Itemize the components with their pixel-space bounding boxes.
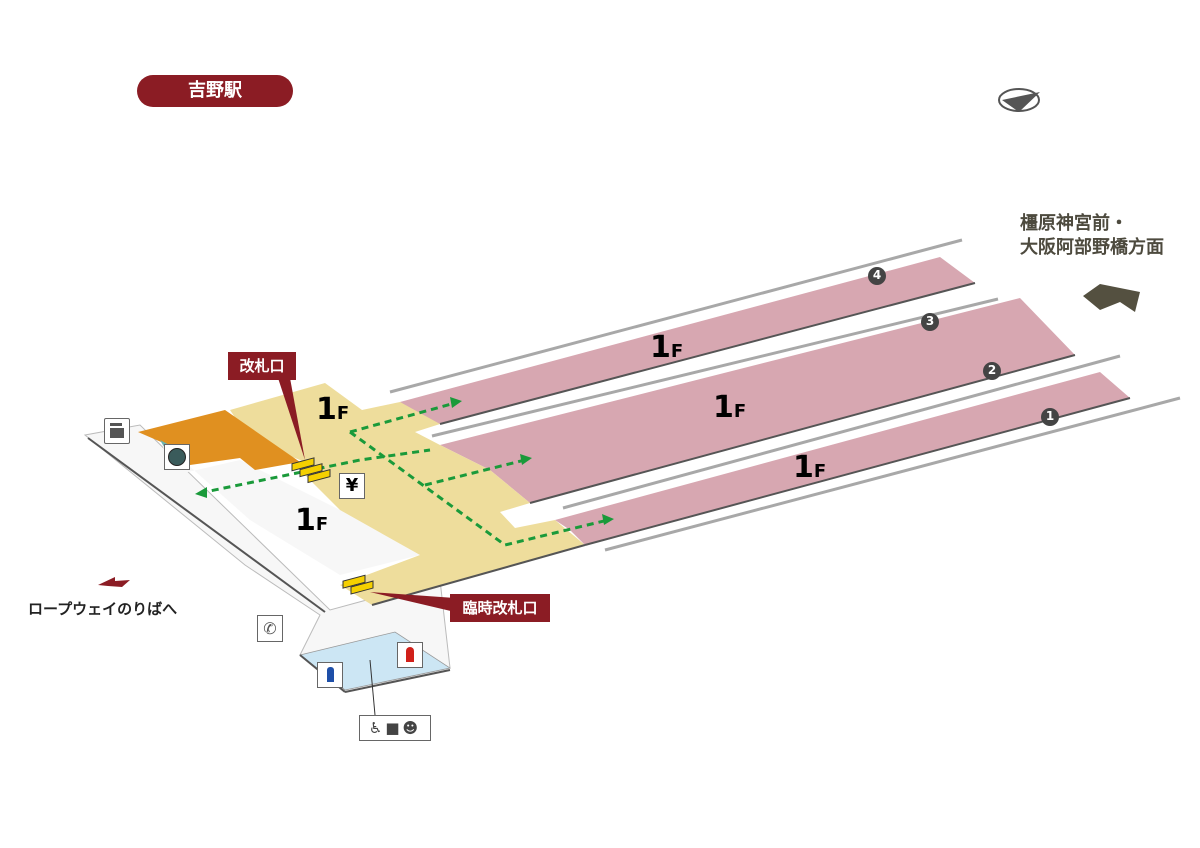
platforms bbox=[400, 257, 1131, 546]
platform-number-2: 2 bbox=[987, 363, 997, 377]
concourse bbox=[230, 383, 585, 605]
floor-label: 1F bbox=[713, 390, 747, 425]
shop-area bbox=[138, 410, 300, 470]
accessible-facilities-icons: ♿■☻ bbox=[359, 715, 431, 741]
waiting-room-icon bbox=[164, 444, 190, 470]
track-line bbox=[431, 297, 999, 438]
walking-routes bbox=[199, 401, 609, 547]
platform-number-1: 1 bbox=[1045, 409, 1055, 423]
track-line bbox=[604, 396, 1181, 552]
ostomate-icon: ■ bbox=[385, 719, 403, 737]
concourse-white bbox=[160, 440, 420, 575]
platform-2-3 bbox=[440, 298, 1075, 503]
track-line bbox=[389, 238, 963, 394]
wheelchair-icon: ♿ bbox=[368, 719, 386, 737]
floor-label: 1F bbox=[793, 450, 827, 485]
floor-label: 1F bbox=[295, 503, 329, 538]
platform-4 bbox=[400, 257, 975, 424]
gate-machines bbox=[291, 457, 374, 595]
coin-locker-icon bbox=[104, 418, 130, 444]
baby-care-icon: ☻ bbox=[402, 719, 422, 737]
platform-number-3: 3 bbox=[925, 314, 935, 328]
tracks bbox=[389, 238, 1181, 552]
track-line bbox=[562, 354, 1121, 510]
platform-1 bbox=[555, 372, 1130, 545]
phone-icon: ✆ bbox=[257, 615, 283, 642]
ropeway-arrow-icon bbox=[98, 577, 130, 587]
platform-number-4: 4 bbox=[872, 268, 882, 282]
station-name-badge: 吉野駅 bbox=[137, 75, 293, 107]
floor-label: 1F bbox=[650, 330, 684, 365]
female-toilet-icon bbox=[397, 642, 423, 668]
direction-arrow-icon bbox=[1083, 284, 1140, 312]
pointer-line bbox=[369, 659, 376, 716]
gate-main-callout: 改札口 bbox=[228, 352, 296, 380]
direction-line-2: 大阪阿部野橋方面 bbox=[1020, 237, 1164, 258]
gate-temp-callout: 臨時改札口 bbox=[450, 594, 550, 622]
male-toilet-icon bbox=[317, 662, 343, 688]
yen-icon: ¥ bbox=[339, 473, 365, 499]
platform-number-badges bbox=[868, 267, 1059, 426]
ropeway-label: ロープウェイのりばへ bbox=[28, 600, 178, 618]
floor-label: 1F bbox=[316, 392, 350, 427]
direction-line-1: 橿原神宮前・ bbox=[1020, 213, 1128, 234]
direction-label: 橿原神宮前・ 大阪阿部野橋方面 bbox=[1020, 212, 1164, 260]
